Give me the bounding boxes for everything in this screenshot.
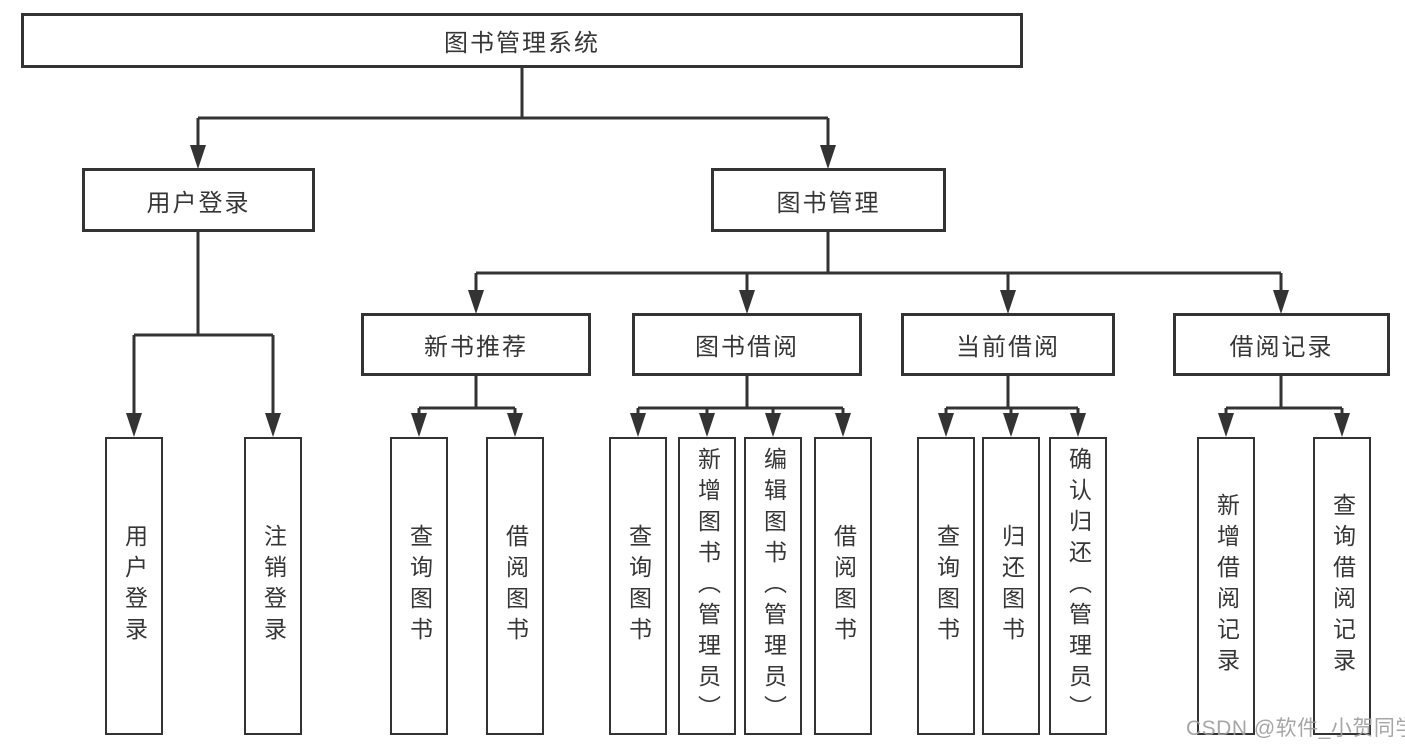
leaf-add-borrow-record: 新增借阅记录 [1197, 437, 1255, 735]
leaf-borrow-books-2: 借阅图书 [814, 437, 872, 735]
arrowhead-current-borrow [1000, 290, 1016, 314]
leaf-return-books: 归还图书 [982, 437, 1040, 735]
arrowhead-user-login [190, 145, 206, 169]
leaf-add-books-admin: 新增图书（管理员） [678, 437, 736, 735]
node-new-book-recommendation: 新书推荐 [361, 313, 591, 376]
node-book-management: 图书管理 [711, 168, 946, 232]
arrowhead-borrow-record [1273, 290, 1289, 314]
arrowhead-book-management [820, 145, 836, 169]
leaf-label: 确认归还（管理员） [1065, 446, 1092, 726]
leaf-label: 新增借阅记录 [1213, 493, 1240, 679]
arrowhead-leaf-query-book-1 [411, 413, 427, 437]
leaf-label: 归还图书 [998, 524, 1025, 648]
leaf-label: 查询借阅记录 [1329, 493, 1356, 679]
connector-book-borrow-branch [636, 374, 845, 414]
arrowhead-leaf-return-book [1003, 413, 1019, 437]
leaf-label: 编辑图书（管理员） [760, 446, 787, 726]
arrowhead-leaf-confirm-return [1070, 413, 1086, 437]
node-label: 新书推荐 [424, 334, 528, 361]
leaf-user-login: 用户登录 [105, 437, 163, 735]
connector-user-login-branch [132, 230, 275, 414]
leaf-label: 查询图书 [406, 524, 433, 648]
node-book-borrowing: 图书借阅 [632, 313, 862, 376]
connector-book-management-branch [474, 230, 1283, 292]
arrowhead-leaf-user-login [126, 413, 142, 437]
leaf-edit-books-admin: 编辑图书（管理员） [744, 437, 802, 735]
node-library-management-system: 图书管理系统 [21, 13, 1023, 68]
leaf-label: 用户登录 [121, 524, 148, 648]
arrowhead-leaf-borrow-book-1 [507, 413, 523, 437]
connector-current-borrow-branch [944, 374, 1080, 414]
leaf-label: 注销登录 [260, 524, 287, 648]
leaf-label: 查询图书 [625, 524, 652, 648]
arrowhead-leaf-query-book-3 [938, 413, 954, 437]
arrowhead-new-book-rec [468, 290, 484, 314]
node-label: 借阅记录 [1229, 334, 1334, 361]
leaf-label: 查询图书 [933, 524, 960, 648]
arrowhead-leaf-edit-book [765, 413, 781, 437]
connector-borrow-record-branch [1224, 374, 1344, 414]
arrowhead-leaf-query-book-2 [630, 413, 646, 437]
node-borrowing-records: 借阅记录 [1173, 313, 1390, 376]
node-current-borrowing: 当前借阅 [901, 313, 1115, 376]
connector-new-book-rec-branch [417, 374, 517, 414]
node-label: 图书管理 [776, 189, 881, 217]
leaf-query-books-3: 查询图书 [917, 437, 975, 735]
leaf-label: 新增图书（管理员） [694, 446, 721, 726]
arrowhead-leaf-query-record [1334, 413, 1350, 437]
leaf-label: 借阅图书 [830, 524, 857, 648]
arrowhead-leaf-add-book [699, 413, 715, 437]
leaf-borrow-books-1: 借阅图书 [486, 437, 544, 735]
node-user-login: 用户登录 [82, 168, 315, 232]
node-label: 图书借阅 [695, 334, 799, 361]
arrowhead-book-borrow [739, 290, 755, 314]
node-label: 用户登录 [146, 189, 251, 217]
arrowhead-leaf-logout [265, 413, 281, 437]
arrowhead-leaf-borrow-book-2 [835, 413, 851, 437]
leaf-label: 借阅图书 [502, 524, 529, 648]
leaf-confirm-return-admin: 确认归还（管理员） [1049, 437, 1107, 735]
node-label: 当前借阅 [956, 334, 1060, 361]
csdn-watermark: CSDN @软件_小贺同学 [1186, 717, 1405, 740]
leaf-query-borrow-record: 查询借阅记录 [1313, 437, 1371, 735]
leaf-query-books-1: 查询图书 [390, 437, 448, 735]
leaf-logout: 注销登录 [244, 437, 302, 735]
node-label: 图书管理系统 [444, 30, 600, 57]
leaf-query-books-2: 查询图书 [609, 437, 667, 735]
arrowhead-leaf-add-record [1218, 413, 1234, 437]
connector-root-to-level2 [196, 66, 830, 146]
